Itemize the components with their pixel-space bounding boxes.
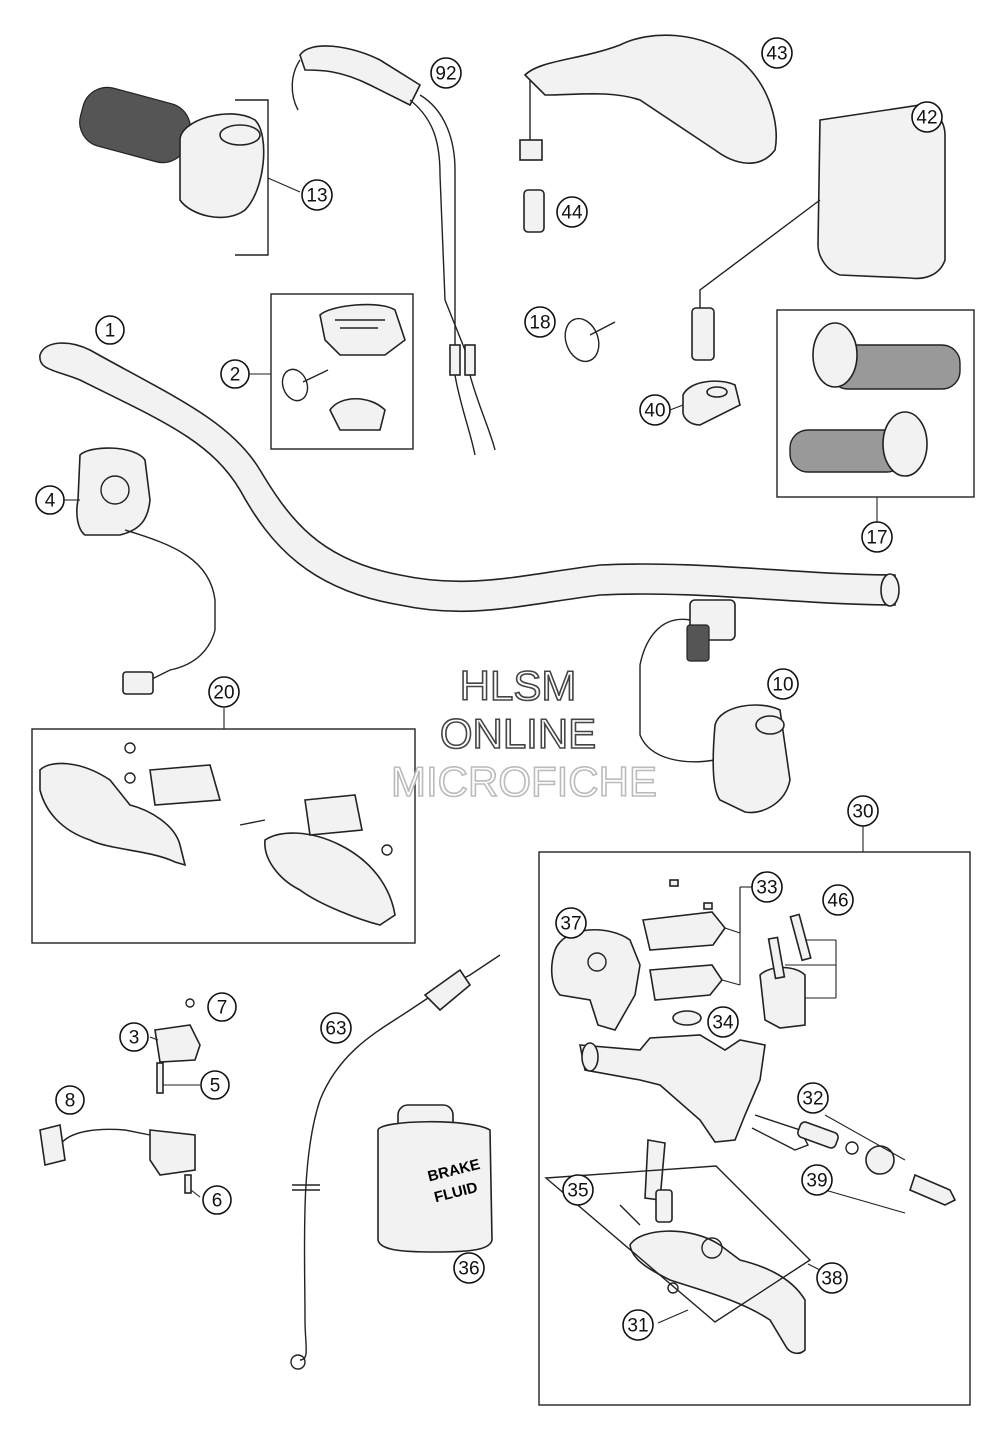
- callout-44-label: 44: [561, 203, 583, 224]
- callout-32-label: 32: [802, 1089, 823, 1110]
- watermark-line2: ONLINE: [440, 710, 596, 757]
- light-switch: [639, 599, 791, 814]
- callout-33-label: 33: [756, 878, 777, 899]
- callout-30: 30: [847, 795, 879, 827]
- mirror-adapter: [523, 189, 545, 233]
- callout-34-label: 34: [712, 1013, 734, 1034]
- brake-hose: [290, 954, 501, 1370]
- callout-46-label: 46: [827, 891, 848, 912]
- watermark-line3: MICROFICHE: [391, 758, 657, 805]
- callout-5-label: 5: [210, 1076, 221, 1097]
- callout-33: 33: [751, 871, 783, 903]
- callout-4: 4: [35, 485, 65, 515]
- callout-32: 32: [797, 1082, 829, 1114]
- callout-5: 5: [200, 1070, 230, 1100]
- callout-34: 34: [707, 1006, 739, 1038]
- callout-43-label: 43: [766, 44, 787, 65]
- callout-1: 1: [95, 315, 125, 345]
- callout-36-label: 36: [458, 1259, 479, 1280]
- throttle-grip: [79, 86, 269, 256]
- sensor-parts: [39, 998, 201, 1194]
- grips-set: [776, 309, 975, 498]
- callout-43: 43: [761, 37, 793, 69]
- callout-31: 31: [622, 1309, 654, 1341]
- callout-20-label: 20: [213, 683, 234, 704]
- callout-6: 6: [202, 1185, 232, 1215]
- callout-17-label: 17: [866, 528, 887, 549]
- callout-2: 2: [220, 359, 250, 389]
- callout-42: 42: [911, 101, 943, 133]
- callout-3-label: 3: [129, 1028, 140, 1049]
- callout-92: 92: [430, 57, 462, 89]
- callout-10: 10: [767, 668, 799, 700]
- callout-31-label: 31: [627, 1316, 648, 1337]
- callout-1-label: 1: [105, 321, 116, 342]
- callout-7: 7: [207, 992, 237, 1022]
- callout-42-label: 42: [916, 108, 937, 129]
- callout-2-label: 2: [230, 365, 241, 386]
- callout-92-label: 92: [435, 64, 456, 85]
- callout-39: 39: [801, 1164, 833, 1196]
- callout-37-label: 37: [560, 914, 581, 935]
- callout-17: 17: [861, 521, 893, 553]
- handguards-set: [31, 728, 416, 944]
- brake-fluid-bottle: BRAKE FLUID: [377, 1104, 493, 1253]
- callout-37: 37: [555, 907, 587, 939]
- callout-8-label: 8: [65, 1091, 76, 1112]
- watermark-line1: HLSM: [460, 662, 577, 709]
- callout-44: 44: [556, 196, 588, 228]
- callout-30-label: 30: [852, 802, 873, 823]
- mirror-clamp: [682, 380, 741, 426]
- callout-38-label: 38: [821, 1269, 842, 1290]
- callout-20: 20: [208, 676, 240, 708]
- part-2-group: [270, 293, 414, 450]
- callout-18: 18: [524, 306, 556, 338]
- callout-35-label: 35: [567, 1181, 588, 1202]
- callout-39-label: 39: [806, 1171, 827, 1192]
- callout-63-label: 63: [325, 1019, 346, 1040]
- callout-40-label: 40: [644, 401, 665, 422]
- callout-63: 63: [320, 1012, 352, 1044]
- callout-40: 40: [639, 394, 671, 426]
- callout-4-label: 4: [45, 491, 56, 512]
- callout-10-label: 10: [772, 675, 793, 696]
- callout-8: 8: [55, 1085, 85, 1115]
- brake-master-cylinder-set: [538, 826, 971, 1406]
- kill-switch: [76, 447, 216, 695]
- callout-13: 13: [301, 179, 333, 211]
- cable-tie: [564, 317, 616, 363]
- callout-7-label: 7: [217, 998, 228, 1019]
- callout-46: 46: [822, 884, 854, 916]
- callout-3: 3: [119, 1022, 149, 1052]
- callout-6-label: 6: [212, 1191, 223, 1212]
- throttle-cables: [291, 45, 496, 456]
- mirror-left: [519, 34, 778, 164]
- watermark: HLSM ONLINE MICROFICHE: [390, 661, 658, 806]
- callout-38: 38: [816, 1262, 848, 1294]
- mirror-right: [691, 104, 946, 361]
- callout-13-label: 13: [306, 186, 327, 207]
- callout-18-label: 18: [529, 313, 550, 334]
- callout-36: 36: [453, 1252, 485, 1284]
- handlebar: [39, 342, 900, 613]
- callout-35: 35: [562, 1174, 594, 1206]
